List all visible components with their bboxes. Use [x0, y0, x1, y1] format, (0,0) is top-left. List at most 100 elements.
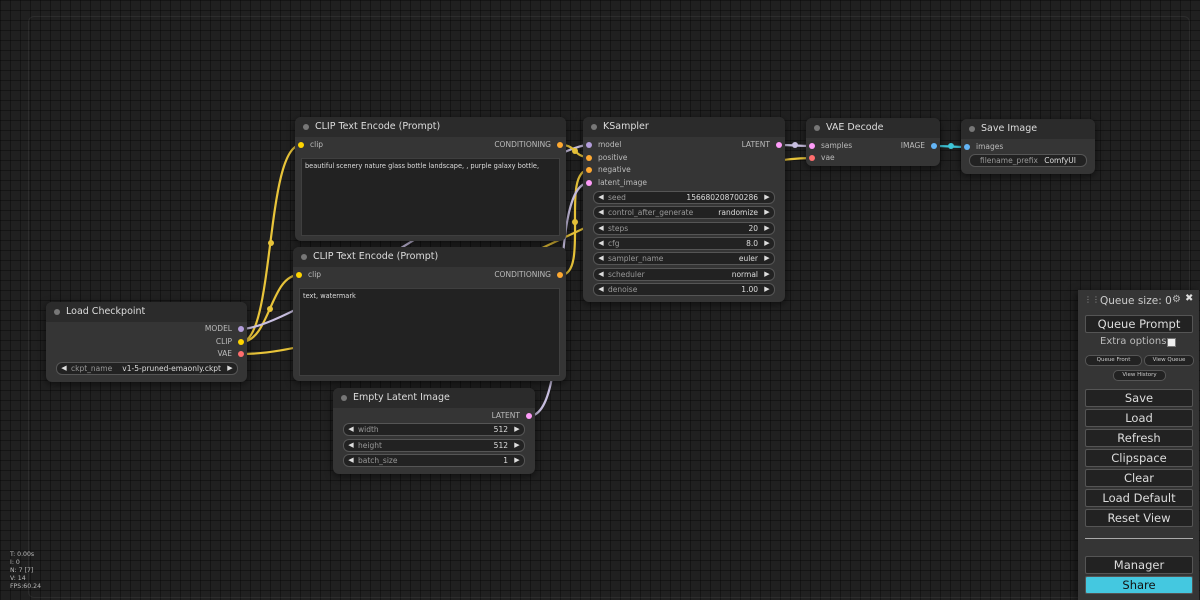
slot-dot-icon[interactable]: [238, 351, 244, 357]
decrement-arrow-icon[interactable]: ◀: [348, 425, 354, 433]
increment-arrow-icon[interactable]: ▶: [764, 270, 770, 278]
slot-dot-icon[interactable]: [238, 326, 244, 332]
widget-filename-prefix[interactable]: filename_prefix ComfyUI: [969, 154, 1087, 167]
empty-latent-image-node[interactable]: Empty Latent Image LATENT ◀ width 512 ▶ …: [333, 388, 535, 474]
load-button[interactable]: Load: [1085, 409, 1193, 427]
decrement-arrow-icon[interactable]: ◀: [598, 270, 604, 278]
clear-button[interactable]: Clear: [1085, 469, 1193, 487]
node-title[interactable]: KSampler: [583, 117, 785, 137]
slot-dot-icon[interactable]: [586, 155, 592, 161]
slot-dot-icon[interactable]: [931, 143, 937, 149]
output-slot-image[interactable]: IMAGE: [901, 140, 937, 152]
increment-arrow-icon[interactable]: ▶: [764, 208, 770, 216]
decrement-arrow-icon[interactable]: ◀: [598, 193, 604, 201]
load-default-button[interactable]: Load Default: [1085, 489, 1193, 507]
prompt-textarea[interactable]: beautiful scenery nature glass bottle la…: [301, 158, 560, 236]
input-slot-clip[interactable]: clip: [296, 269, 321, 281]
clip-text-encode-positive-node[interactable]: CLIP Text Encode (Prompt) clip CONDITION…: [295, 117, 566, 241]
increment-arrow-icon[interactable]: ▶: [227, 364, 233, 372]
ksampler-node[interactable]: KSampler model positive negative latent_…: [583, 117, 785, 302]
manager-button[interactable]: Manager: [1085, 556, 1193, 574]
slot-dot-icon[interactable]: [776, 142, 782, 148]
increment-arrow-icon[interactable]: ▶: [764, 224, 770, 232]
output-slot-latent[interactable]: LATENT: [492, 410, 532, 422]
slot-dot-icon[interactable]: [238, 339, 244, 345]
refresh-button[interactable]: Refresh: [1085, 429, 1193, 447]
widget-scheduler[interactable]: ◀ scheduler normal ▶: [593, 268, 775, 281]
input-slot-vae[interactable]: vae: [809, 152, 835, 164]
widget-seed[interactable]: ◀ seed 156680208700286 ▶: [593, 191, 775, 204]
input-slot-images[interactable]: images: [964, 141, 1003, 153]
output-slot-latent[interactable]: LATENT: [742, 139, 782, 151]
collapse-dot-icon[interactable]: [591, 124, 597, 130]
decrement-arrow-icon[interactable]: ◀: [348, 456, 354, 464]
decrement-arrow-icon[interactable]: ◀: [598, 254, 604, 262]
slot-dot-icon[interactable]: [586, 142, 592, 148]
widget-sampler-name[interactable]: ◀ sampler_name euler ▶: [593, 252, 775, 265]
increment-arrow-icon[interactable]: ▶: [764, 285, 770, 293]
node-title[interactable]: VAE Decode: [806, 118, 940, 138]
output-slot-clip[interactable]: CLIP: [216, 336, 244, 348]
view-history-button[interactable]: View History: [1113, 370, 1166, 381]
input-slot-latent-image[interactable]: latent_image: [586, 177, 647, 189]
slot-dot-icon[interactable]: [298, 142, 304, 148]
output-slot-conditioning[interactable]: CONDITIONING: [494, 139, 563, 151]
clip-text-encode-negative-node[interactable]: CLIP Text Encode (Prompt) clip CONDITION…: [293, 247, 566, 381]
collapse-dot-icon[interactable]: [301, 254, 307, 260]
collapse-dot-icon[interactable]: [341, 395, 347, 401]
output-slot-vae[interactable]: VAE: [217, 348, 244, 360]
node-title[interactable]: Save Image: [961, 119, 1095, 139]
decrement-arrow-icon[interactable]: ◀: [61, 364, 67, 372]
widget-batch-size[interactable]: ◀ batch_size 1 ▶: [343, 454, 525, 467]
node-title[interactable]: CLIP Text Encode (Prompt): [293, 247, 566, 267]
input-slot-samples[interactable]: samples: [809, 140, 852, 152]
slot-dot-icon[interactable]: [557, 142, 563, 148]
widget-steps[interactable]: ◀ steps 20 ▶: [593, 222, 775, 235]
save-image-node[interactable]: Save Image images filename_prefix ComfyU…: [961, 119, 1095, 174]
decrement-arrow-icon[interactable]: ◀: [598, 239, 604, 247]
output-slot-conditioning[interactable]: CONDITIONING: [494, 269, 563, 281]
slot-dot-icon[interactable]: [296, 272, 302, 278]
load-checkpoint-node[interactable]: Load Checkpoint MODEL CLIP VAE ◀ ckpt_na…: [46, 302, 247, 382]
input-slot-negative[interactable]: negative: [586, 164, 631, 176]
decrement-arrow-icon[interactable]: ◀: [348, 441, 354, 449]
widget-denoise[interactable]: ◀ denoise 1.00 ▶: [593, 283, 775, 296]
extra-options-checkbox[interactable]: [1167, 338, 1176, 347]
decrement-arrow-icon[interactable]: ◀: [598, 224, 604, 232]
node-title[interactable]: Load Checkpoint: [46, 302, 247, 322]
increment-arrow-icon[interactable]: ▶: [514, 425, 520, 433]
slot-dot-icon[interactable]: [557, 272, 563, 278]
widget-height[interactable]: ◀ height 512 ▶: [343, 439, 525, 452]
increment-arrow-icon[interactable]: ▶: [764, 193, 770, 201]
slot-dot-icon[interactable]: [526, 413, 532, 419]
increment-arrow-icon[interactable]: ▶: [514, 441, 520, 449]
collapse-dot-icon[interactable]: [54, 309, 60, 315]
collapse-dot-icon[interactable]: [814, 125, 820, 131]
increment-arrow-icon[interactable]: ▶: [764, 239, 770, 247]
clipspace-button[interactable]: Clipspace: [1085, 449, 1193, 467]
drag-handle-icon[interactable]: ⋮⋮: [1084, 295, 1100, 304]
decrement-arrow-icon[interactable]: ◀: [598, 208, 604, 216]
widget-cfg[interactable]: ◀ cfg 8.0 ▶: [593, 237, 775, 250]
node-title[interactable]: Empty Latent Image: [333, 388, 535, 408]
input-slot-clip[interactable]: clip: [298, 139, 323, 151]
slot-dot-icon[interactable]: [809, 143, 815, 149]
vae-decode-node[interactable]: VAE Decode samples vae IMAGE: [806, 118, 940, 166]
output-slot-model[interactable]: MODEL: [205, 323, 244, 335]
node-title[interactable]: CLIP Text Encode (Prompt): [295, 117, 566, 137]
widget-control-after-generate[interactable]: ◀ control_after_generate randomize ▶: [593, 206, 775, 219]
increment-arrow-icon[interactable]: ▶: [514, 456, 520, 464]
queue-prompt-button[interactable]: Queue Prompt: [1085, 315, 1193, 333]
increment-arrow-icon[interactable]: ▶: [764, 254, 770, 262]
view-queue-button[interactable]: View Queue: [1144, 355, 1194, 366]
input-slot-positive[interactable]: positive: [586, 152, 627, 164]
share-button[interactable]: Share: [1085, 576, 1193, 594]
slot-dot-icon[interactable]: [809, 155, 815, 161]
slot-dot-icon[interactable]: [586, 167, 592, 173]
queue-front-button[interactable]: Queue Front: [1085, 355, 1142, 366]
widget-ckpt-name[interactable]: ◀ ckpt_name v1-5-pruned-emaonly.ckpt ▶: [56, 362, 238, 375]
slot-dot-icon[interactable]: [586, 180, 592, 186]
reset-view-button[interactable]: Reset View: [1085, 509, 1193, 527]
comfy-menu-panel[interactable]: ⋮⋮ Queue size: 0 ⚙ ✖ Queue Prompt Extra …: [1078, 290, 1199, 600]
